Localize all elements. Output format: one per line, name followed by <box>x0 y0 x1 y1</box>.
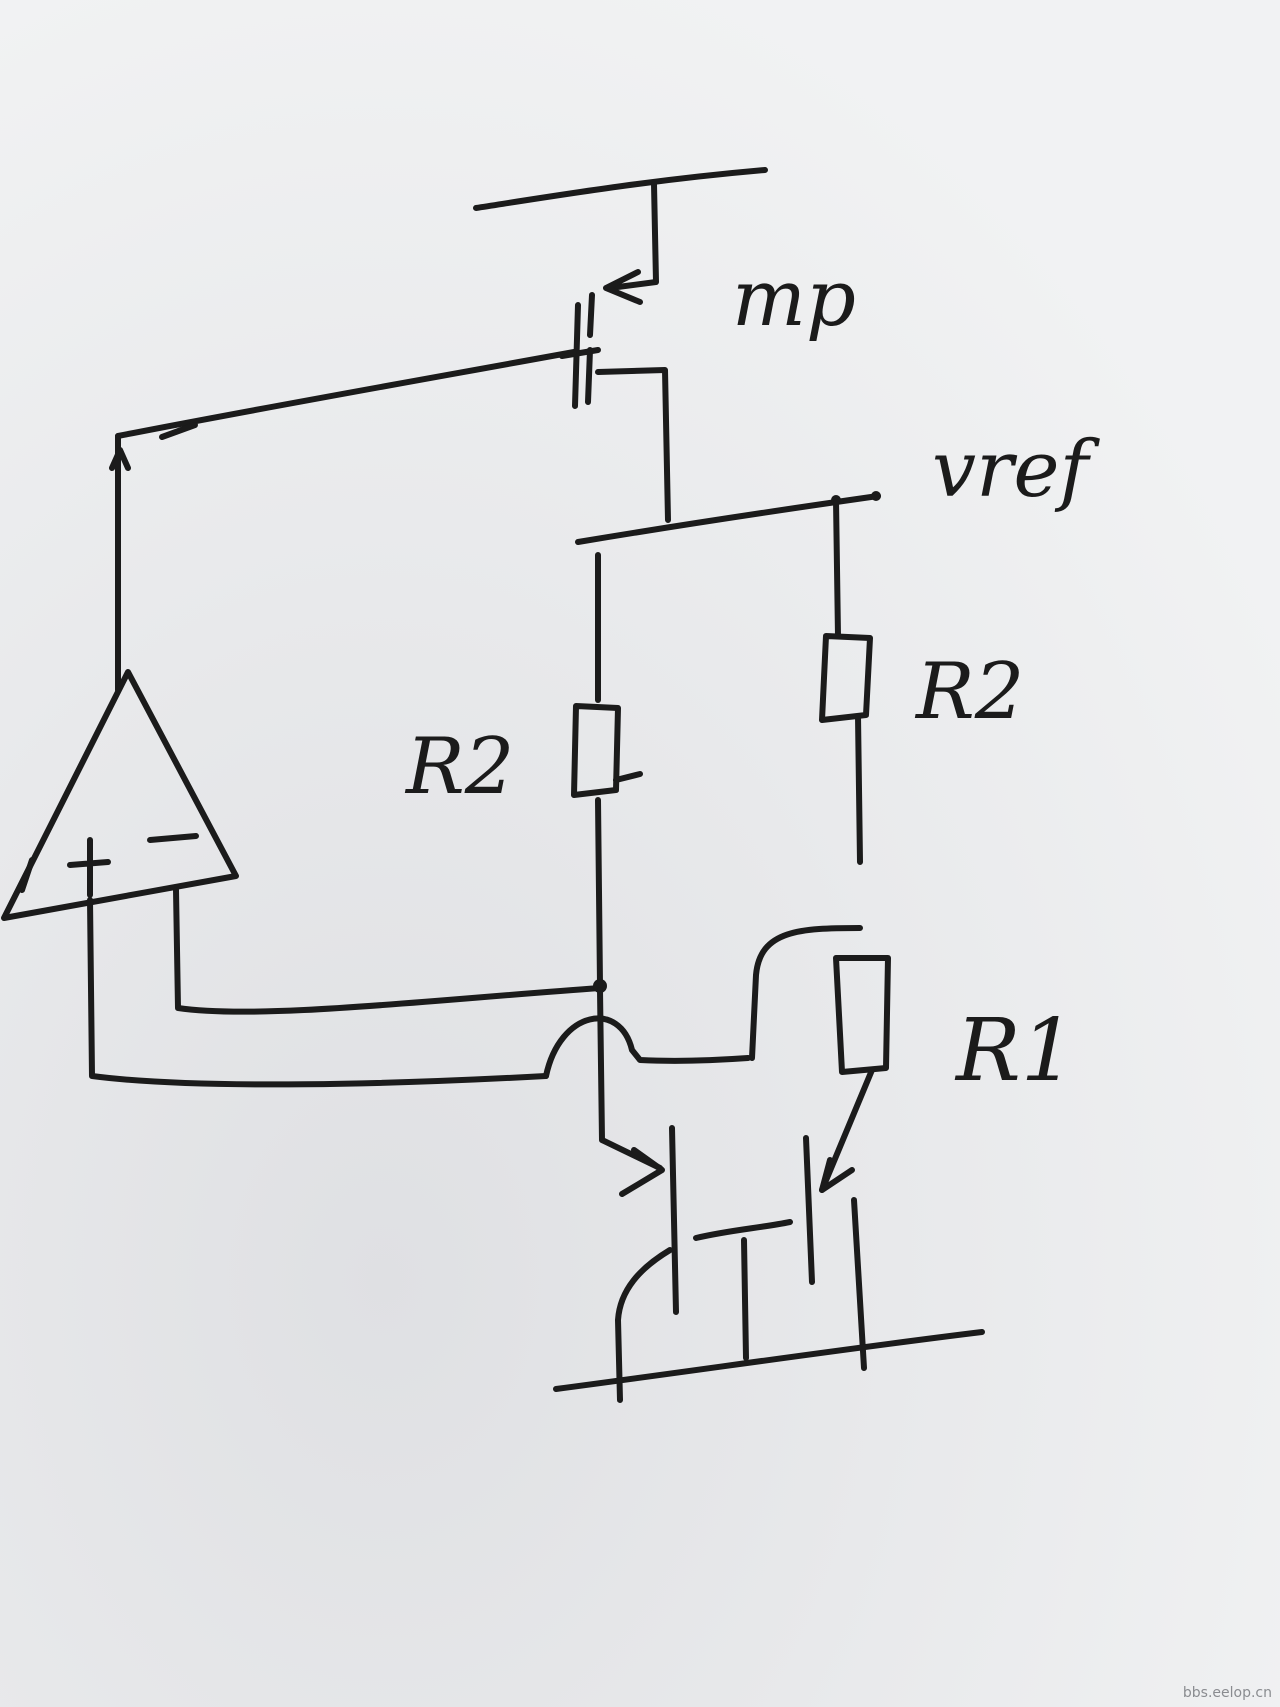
label-vref: vref <box>932 425 1101 515</box>
bjt-right <box>803 1067 875 1371</box>
minus-input-wire <box>173 887 603 1015</box>
wire-crossover-bump <box>543 1015 751 1079</box>
vref-terminal <box>871 491 881 501</box>
opamp <box>1 669 239 921</box>
supply-rail <box>473 167 768 211</box>
bjt-left <box>597 987 679 1403</box>
ground-rail <box>553 1329 985 1392</box>
supply-to-source-wire <box>607 181 659 291</box>
pmos-transistor-mp <box>559 269 671 523</box>
label-r2-left: R2 <box>404 722 514 812</box>
opamp-plus-sign <box>67 837 111 898</box>
opamp-minus-sign <box>147 833 199 843</box>
watermark: bbs.eelop.cn <box>1182 1685 1272 1701</box>
label-r2-right: R2 <box>914 647 1024 737</box>
base-to-ground <box>741 1237 749 1361</box>
label-mp: mp <box>732 254 856 344</box>
shared-base-wire <box>693 1219 793 1241</box>
resistor-r2-right <box>819 497 873 865</box>
junction-dot <box>593 979 607 993</box>
resistor-r2-left <box>571 552 643 988</box>
gate-wire <box>115 349 577 439</box>
resistor-r1 <box>749 925 891 1075</box>
gate-wire-arrow <box>159 422 198 440</box>
opamp-output-arrow <box>109 447 131 471</box>
label-r1: R1 <box>954 1001 1075 1101</box>
plus-input-wire <box>87 897 549 1088</box>
